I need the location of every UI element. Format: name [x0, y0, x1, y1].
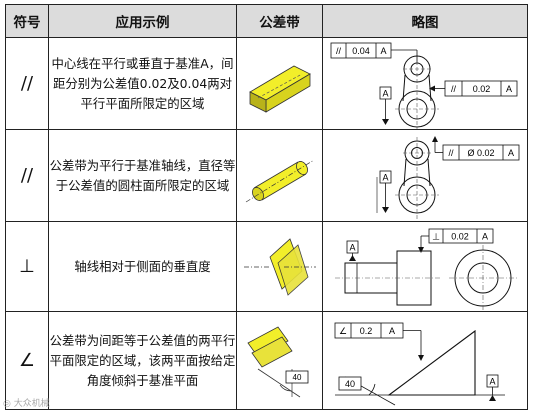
sketch-cell: ∠ 0.2 A 40 A	[322, 311, 528, 410]
row-description: 中心线在平行或垂直于基准A，间距分别为公差值0.02及0.04两对平行平面所限定…	[48, 37, 237, 130]
inclined-planes-zone-icon	[243, 237, 316, 296]
sketch-cell: ⊥ 0.02 A A	[322, 221, 528, 312]
datum-label: A	[349, 242, 355, 252]
frame-datum: A	[508, 148, 514, 158]
sketch-angularity: ∠ 0.2 A 40 A	[334, 322, 505, 405]
row-symbol: //	[5, 37, 49, 130]
table-row: // 中心线在平行或垂直于基准A，间距分别为公差值0.02及0.04两对平行平面…	[5, 37, 528, 130]
watermark-logo: ◎ 大众机械	[3, 399, 50, 409]
tolerance-table: 符号 应用示例 公差带 略图 // 中心线在平行或垂直于基准A，间距分别为公差值…	[5, 4, 528, 410]
row-description: 轴线相对于侧面的垂直度	[48, 221, 237, 312]
row-symbol: //	[5, 129, 49, 222]
frame-value: 0.04	[352, 46, 370, 56]
frame-symbol: //	[451, 84, 457, 94]
datum-label: A	[382, 88, 388, 98]
sketch-cell: A // Ø 0.02 A	[322, 129, 528, 222]
frame-symbol: //	[448, 148, 454, 158]
frame-symbol: ∠	[339, 326, 347, 336]
sketch-parallelism-2: A // Ø 0.02 A	[376, 135, 520, 219]
frame-value: Ø 0.02	[467, 148, 494, 158]
sketch-cell: // 0.04 A A	[322, 37, 528, 130]
zone-cell	[236, 129, 323, 222]
frame-datum: A	[506, 84, 512, 94]
header-row: 符号 应用示例 公差带 略图	[5, 4, 528, 38]
row-symbol: ⊥	[5, 221, 49, 312]
datum-label: A	[489, 376, 495, 386]
angle-value: 40	[345, 379, 355, 389]
header-tolerance-zone: 公差带	[236, 4, 323, 38]
row-description: 公差带为平行于基准轴线，直径等于公差值的圆柱面所限定的区域	[48, 129, 237, 222]
frame-symbol: //	[336, 46, 342, 56]
frame-datum: A	[380, 46, 386, 56]
zone-cell: 40	[236, 311, 323, 410]
rectangular-prism-zone-icon	[248, 65, 311, 113]
table-row: ⊥ 轴线相对于侧面的垂直度 ⊥ 0.02 A	[5, 221, 528, 312]
frame-datum: A	[482, 231, 488, 241]
sketch-perpendicularity: ⊥ 0.02 A A	[335, 228, 517, 311]
frame-value: 0.2	[360, 326, 373, 336]
header-symbol: 符号	[5, 4, 49, 38]
row-description: 公差带为间距等于公差值的两平行平面限定的区域，该两平面按给定角度倾斜于基准平面	[48, 311, 237, 410]
frame-value: 0.02	[473, 84, 491, 94]
zone-angle-value: 40	[292, 373, 301, 382]
frame-symbol: ⊥	[432, 231, 440, 241]
header-sketch: 略图	[322, 4, 528, 38]
table-row: ∠ 公差带为间距等于公差值的两平行平面限定的区域，该两平面按给定角度倾斜于基准平…	[5, 311, 528, 410]
frame-datum: A	[389, 326, 395, 336]
datum-label: A	[382, 172, 388, 182]
sketch-parallelism-1: // 0.04 A A	[330, 42, 518, 129]
table-row: // 公差带为平行于基准轴线，直径等于公差值的圆柱面所限定的区域	[5, 129, 528, 222]
angled-planes-zone-icon: 40	[246, 325, 308, 397]
cylinder-zone-icon	[245, 159, 314, 202]
row-symbol: ∠	[5, 311, 49, 410]
header-application: 应用示例	[48, 4, 237, 38]
zone-cell	[236, 37, 323, 130]
frame-value: 0.02	[451, 231, 469, 241]
zone-cell	[236, 221, 323, 312]
